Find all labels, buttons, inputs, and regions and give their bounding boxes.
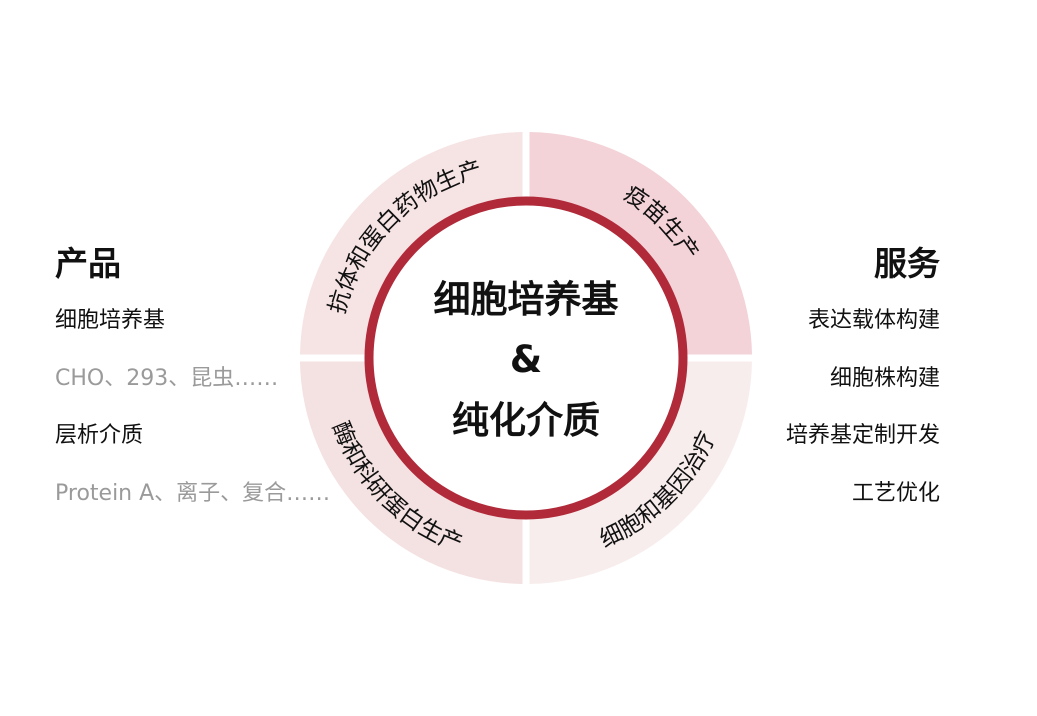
- products-column: 产品 细胞培养基 CHO、293、昆虫…… 层析介质 Protein A、离子、…: [55, 242, 330, 536]
- service-item: 细胞株构建: [829, 365, 940, 391]
- service-item: 表达载体构建: [807, 308, 940, 333]
- products-title: 产品: [55, 244, 121, 283]
- center-title-line2: 纯化介质: [452, 399, 600, 442]
- center-ring: [364, 196, 688, 520]
- service-item: 培养基定制开发: [785, 423, 940, 448]
- product-item: 层析介质: [55, 423, 144, 448]
- product-item: 细胞培养基: [55, 308, 166, 333]
- services-title: 服务: [874, 244, 940, 283]
- center-title-line1: 细胞培养基: [434, 278, 619, 321]
- service-item: 工艺优化: [851, 480, 940, 506]
- product-subitem: CHO、293、昆虫……: [55, 365, 279, 391]
- center-title-ampersand: &: [510, 338, 542, 381]
- services-column: 服务 表达载体构建 细胞株构建 培养基定制开发 工艺优化: [786, 242, 940, 536]
- product-subitem: Protein A、离子、复合……: [55, 480, 331, 506]
